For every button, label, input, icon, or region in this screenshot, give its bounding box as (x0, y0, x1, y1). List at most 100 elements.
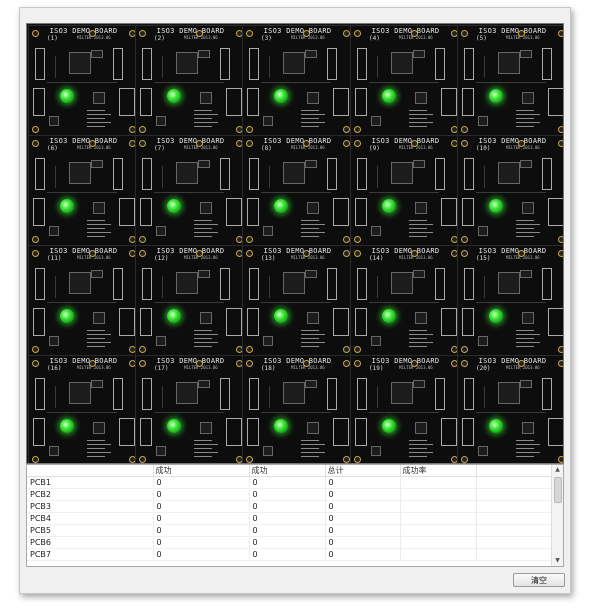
board-index: (16) (47, 365, 62, 372)
status-led (489, 89, 503, 103)
pcb-board: ISO3 DEMO BOARD(1)MILTEK 2013.06 (28, 25, 137, 136)
board-version: MILTEK 2013.06 (291, 365, 325, 370)
mounting-hole (411, 250, 418, 257)
table-cell: PCB6 (27, 536, 154, 549)
board-version: MILTEK 2013.06 (506, 365, 540, 370)
pin-header (327, 158, 337, 190)
table-cell: 0 (153, 548, 250, 561)
pin-header (142, 158, 152, 190)
scroll-up-icon[interactable]: ▲ (555, 466, 560, 473)
col-header-blank[interactable] (476, 465, 554, 477)
silkscreen-text (194, 220, 212, 221)
table-scrollbar[interactable]: ▲ ▼ (551, 465, 563, 566)
ic-chip (93, 92, 105, 104)
col-header-name[interactable] (27, 465, 154, 477)
pin-header (355, 418, 367, 446)
clear-button[interactable]: 清空 (513, 573, 565, 587)
mounting-hole (558, 126, 563, 133)
ic-chip (522, 92, 534, 104)
col-header-success-rate[interactable]: 成功率 (400, 465, 477, 477)
silkscreen-text (87, 126, 105, 127)
silkscreen-text (301, 346, 319, 347)
ic-chip (263, 446, 273, 456)
mounting-hole (32, 346, 39, 353)
silkscreen-text (301, 330, 319, 331)
ic-chip (176, 162, 198, 184)
silkscreen-text (194, 346, 212, 347)
silkscreen-text (87, 444, 111, 445)
ic-chip (307, 422, 319, 434)
silkscreen-text (516, 444, 540, 445)
pcb-trace (55, 166, 56, 188)
pcb-trace (162, 276, 163, 298)
mounting-hole (461, 30, 468, 37)
ic-chip (522, 422, 534, 434)
pin-header (435, 268, 445, 300)
scroll-down-icon[interactable]: ▼ (555, 557, 560, 564)
status-led (167, 89, 181, 103)
pcb-board: ISO3 DEMO BOARD(10)MILTEK 2013.06 (457, 135, 563, 246)
mounting-hole (139, 250, 146, 257)
mounting-hole (354, 250, 361, 257)
board-title: ISO3 DEMO BOARD (478, 137, 547, 145)
pcb-trace (377, 386, 378, 408)
ic-chip (200, 92, 212, 104)
silkscreen-text (409, 114, 433, 115)
pin-header (548, 198, 563, 226)
mounting-hole (139, 140, 146, 147)
status-led (60, 309, 74, 323)
board-version: MILTEK 2013.06 (77, 255, 111, 260)
silkscreen-text (301, 456, 319, 457)
pcb-board: ISO3 DEMO BOARD(17)MILTEK 2013.06 (135, 355, 244, 463)
mounting-hole (461, 250, 468, 257)
ic-chip (413, 380, 425, 388)
silkscreen-text (194, 452, 218, 453)
table-cell (400, 488, 477, 501)
pin-header (357, 378, 367, 410)
silkscreen-text (301, 338, 319, 339)
col-header-total[interactable]: 总计 (325, 465, 401, 477)
col-header-success-2[interactable]: 成功 (249, 465, 326, 477)
pin-header (33, 418, 45, 446)
ic-chip (478, 116, 488, 126)
board-index: (18) (261, 365, 276, 372)
silkscreen-text (301, 232, 325, 233)
pin-header (249, 378, 259, 410)
ic-chip (198, 160, 210, 168)
pcb-trace (484, 276, 485, 298)
table-cell (476, 476, 554, 489)
pin-header (142, 268, 152, 300)
silkscreen-text (301, 220, 319, 221)
pin-header (462, 88, 474, 116)
pcb-board: ISO3 DEMO BOARD(4)MILTEK 2013.06 (350, 25, 459, 136)
table-cell (400, 524, 477, 537)
pcb-trace (154, 412, 224, 413)
mounting-hole (303, 30, 310, 37)
pin-header (548, 88, 563, 116)
mounting-hole (32, 236, 39, 243)
ic-chip (49, 116, 59, 126)
board-index: (5) (476, 35, 487, 42)
col-header-success[interactable]: 成功 (153, 465, 250, 477)
silkscreen-text (409, 126, 427, 127)
ic-chip (198, 50, 210, 58)
silkscreen-text (87, 118, 105, 119)
ic-chip (200, 422, 212, 434)
mounting-hole (303, 250, 310, 257)
silkscreen-text (87, 346, 105, 347)
table-cell: 0 (325, 524, 401, 537)
scroll-thumb[interactable] (554, 477, 562, 503)
ic-chip (498, 52, 520, 74)
board-version: MILTEK 2013.06 (506, 145, 540, 150)
table-cell (476, 488, 554, 501)
mounting-hole (354, 30, 361, 37)
